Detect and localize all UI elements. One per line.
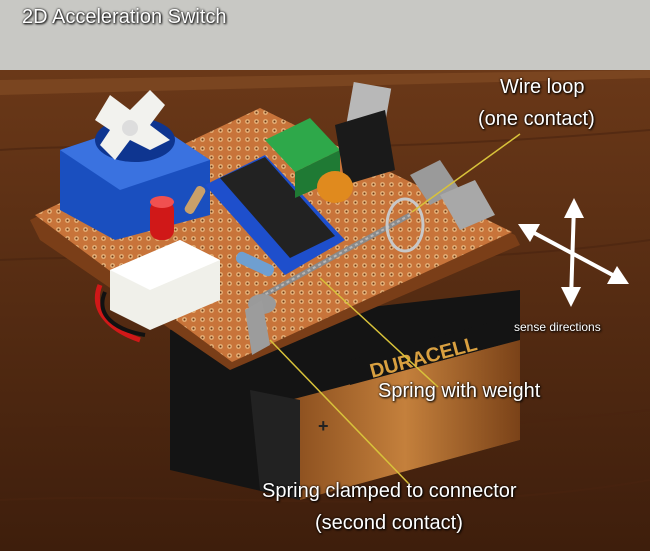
wire-loop bbox=[385, 197, 425, 253]
sense-directions-label: sense directions bbox=[514, 320, 601, 334]
metal-contacts bbox=[410, 160, 495, 230]
wires bbox=[94, 284, 146, 343]
ic-chip bbox=[205, 155, 345, 275]
wire-loop-label: Wire loop bbox=[500, 76, 585, 98]
voltage-regulator bbox=[335, 82, 395, 185]
resistors bbox=[184, 185, 275, 277]
capacitor bbox=[317, 171, 353, 203]
leader-lines bbox=[269, 133, 521, 486]
spring-clamp-label: Spring clamped to connector bbox=[262, 480, 517, 502]
battery-polarity-text: + bbox=[318, 416, 329, 436]
spring-clamp-sublabel: (second contact) bbox=[315, 512, 463, 534]
spring-clamp bbox=[245, 300, 270, 355]
sense-direction-arrows bbox=[518, 198, 629, 307]
led bbox=[150, 196, 174, 240]
white-connector bbox=[110, 240, 220, 330]
image-title: 2D Acceleration Switch bbox=[22, 6, 227, 28]
wire-loop-sublabel: (one contact) bbox=[478, 108, 595, 130]
spring-weight-label: Spring with weight bbox=[378, 380, 541, 402]
table-edge bbox=[0, 70, 650, 95]
terminal-blocks bbox=[265, 118, 340, 198]
